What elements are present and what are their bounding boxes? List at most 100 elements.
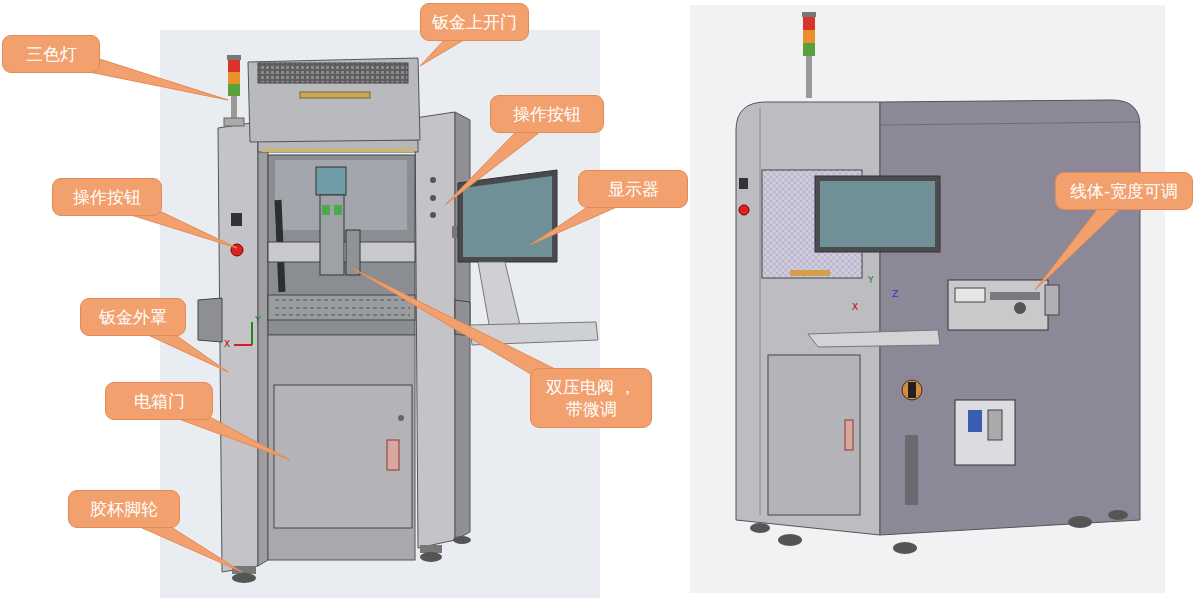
side-fittings-part [955,400,1015,465]
callout-box: 线体-宽度可调 [1055,172,1193,210]
work-area-part [268,155,415,335]
right-casters-part [750,523,770,533]
buttons [231,177,436,256]
work-area-part [316,167,346,195]
work-area-part [268,295,415,320]
axis-triad-part [251,322,253,345]
axis-label: X [852,303,858,312]
side-fittings-part [968,410,982,432]
right-casters-part [893,542,917,554]
left-machine-frame-part [258,122,268,566]
conveyor-module-part [1014,302,1026,314]
right-machine-body-part [760,108,761,515]
buttons-part [430,212,436,218]
buttons-part [231,213,242,226]
right-machine-body-part [845,420,853,450]
callout-box: 操作按钮 [490,95,604,133]
top-door [248,58,420,142]
right-machine-body-part [736,102,880,535]
buttons-part [430,177,436,183]
buttons-part [430,195,436,201]
callout-box: 三色灯 [2,35,100,73]
tower-light-part [228,72,240,84]
conveyor-module-part [1045,285,1059,315]
casters-part [232,573,256,583]
right-casters-part [1068,516,1092,528]
left-machine-frame-part [415,112,455,548]
left-machine-frame-part [262,148,414,152]
casters-part [232,566,256,574]
callout-box: 钣金上开门 [420,3,529,41]
casters-part [453,536,471,544]
callout-box: 胶杯脚轮 [68,490,180,528]
tower-light-part [228,60,240,72]
axis-label: Y [868,276,874,285]
top-door-part [248,58,420,142]
callout-box: 钣金外罩 [80,298,186,336]
right-machine-body-part [815,176,940,252]
right-tower-light-part [803,30,815,43]
work-area-part [322,205,330,215]
callout-text: 钣金外罩 [92,306,174,328]
tower-light-part [224,118,244,126]
side-fittings-part [902,380,922,400]
callout-box: 电箱门 [105,382,213,420]
render-background-part [690,5,1165,593]
callout-box: 双压电阀 ，带微调 [530,368,652,428]
monitor [452,170,598,345]
callout-text: 显示器 [590,178,676,200]
right-casters [750,510,1128,554]
work-area-part [275,300,410,315]
work-area-part [320,195,344,275]
casters [232,536,471,583]
render-background [160,5,1165,598]
work-area-part [198,298,222,342]
axis-label: X [224,340,230,349]
electric-cabinet-part [387,440,399,470]
right-machine-body [736,100,1140,535]
side-fittings [902,380,1015,505]
tower-light-part [227,55,241,60]
callout-text: 线体-宽度可调 [1067,180,1181,202]
monitor-part [478,262,520,330]
right-machine-body-part [768,355,860,515]
left-machine-frame [218,112,470,572]
callout-text: 操作按钮 [64,186,150,208]
render-background-part [160,30,600,598]
casters-part [420,552,442,562]
top-door-part [258,63,408,83]
electric-cabinet-part [398,415,404,421]
right-machine-body-part [808,330,940,347]
right-machine-body-part [739,205,749,215]
callout-text: 胶杯脚轮 [80,498,168,520]
top-door-part [300,92,370,98]
callout-text: 三色灯 [14,43,88,65]
right-tower-light-part [803,17,815,30]
electric-cabinet [268,335,415,560]
right-tower-light-part [803,43,815,56]
right-casters-part [778,534,802,546]
monitor-part [463,176,552,257]
side-fittings-part [905,435,918,505]
axis-label: Y [255,316,261,325]
work-area-part [334,205,342,215]
right-tower-light [802,12,816,98]
right-casters-part [1108,510,1128,520]
side-fittings-part [908,382,916,398]
callout-text: 钣金上开门 [432,11,517,33]
tower-light-part [231,96,237,120]
conveyor-module [948,280,1059,330]
conveyor-module-part [948,280,1048,330]
axis-triad-part [234,344,252,346]
conveyor-module-part [990,292,1040,300]
right-machine-body-part [820,181,935,247]
axis-label: Z [892,290,898,299]
right-tower-light-part [802,12,816,17]
right-machine-body-part [880,100,1140,535]
callout-text: 双压电阀 ，带微调 [542,376,640,420]
left-machine-frame-part [218,122,258,572]
tower-light [224,55,244,126]
right-machine-body-part [790,270,830,276]
callout-text: 电箱门 [117,390,201,412]
